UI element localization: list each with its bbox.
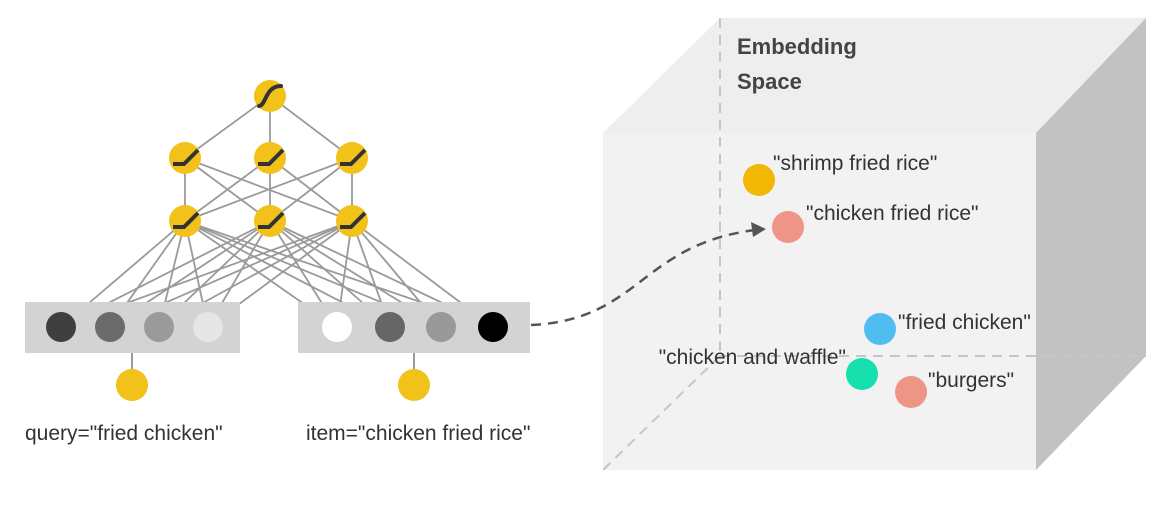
item-feature-2 — [375, 312, 405, 342]
relu-icon — [173, 148, 200, 166]
embedding-point-dot — [846, 358, 878, 390]
embedding-point-dot — [895, 376, 927, 408]
edge-output-hidden — [184, 95, 271, 159]
relu-icon — [173, 211, 200, 229]
hidden-node-circle — [254, 142, 286, 174]
item-input-node — [398, 369, 430, 401]
mapping-arrow-path — [530, 228, 756, 327]
embedding-point-dot — [743, 164, 775, 196]
embedding-point-dot — [772, 211, 804, 243]
mapping-arrow — [530, 222, 766, 327]
edge-hidden-hidden — [184, 157, 271, 222]
relu-icon — [258, 211, 285, 229]
edge-hidden-hidden — [184, 157, 353, 222]
item-vector — [298, 302, 530, 353]
embedding-point-label: "fried chicken" — [898, 311, 1031, 334]
item-feature-3 — [426, 312, 456, 342]
hidden-node-circle — [169, 205, 201, 237]
edge-hidden-hidden — [269, 157, 353, 222]
mapping-arrowhead-icon — [751, 222, 766, 237]
output-node — [254, 80, 286, 112]
item-feature-1 — [322, 312, 352, 342]
network-nodes — [169, 80, 368, 237]
embedding-point-label: "chicken fried rice" — [806, 202, 978, 225]
embedding-point-label: "shrimp fried rice" — [773, 152, 937, 175]
query-feature-2 — [95, 312, 125, 342]
query-feature-3 — [144, 312, 174, 342]
hidden-node-circle — [169, 142, 201, 174]
hidden-layer-2 — [169, 142, 368, 174]
hidden-node-circle — [336, 205, 368, 237]
embedding-point-chicken-and-waffle: "chicken and waffle" — [659, 346, 878, 390]
query-vector — [25, 302, 240, 353]
item-feature-4 — [478, 312, 508, 342]
embedding-point-label: "burgers" — [928, 369, 1014, 392]
query-label: query="fried chicken" — [25, 422, 223, 445]
embedding-cube: Embedding Space — [602, 18, 1146, 471]
item-input: item="chicken fried rice" — [306, 353, 530, 445]
cube-top-face — [603, 18, 1146, 133]
hidden-node-circle — [254, 205, 286, 237]
sigmoid-icon — [257, 84, 283, 108]
query-feature-1 — [46, 312, 76, 342]
embedding-space-title-line-2: Space — [737, 69, 802, 94]
embedding-point-dot — [864, 313, 896, 345]
hidden-layer-1 — [169, 205, 368, 237]
relu-icon — [340, 211, 367, 229]
relu-icon — [340, 148, 367, 166]
hidden-node — [169, 205, 201, 237]
embedding-point-shrimp-fried-rice: "shrimp fried rice" — [743, 152, 937, 196]
hidden-node — [254, 142, 286, 174]
embedding-point-burgers: "burgers" — [895, 369, 1014, 408]
relu-icon — [258, 148, 285, 166]
embedding-points: "shrimp fried rice" "chicken fried rice"… — [659, 152, 1031, 408]
embedding-point-label: "chicken and waffle" — [659, 346, 846, 369]
cube-hidden-edge-diagonal — [602, 355, 721, 471]
hidden-node — [169, 142, 201, 174]
embedding-point-fried-chicken: "fried chicken" — [864, 311, 1031, 345]
embedding-space-title-line-1: Embedding — [737, 34, 857, 59]
hidden-node — [336, 142, 368, 174]
embedding-space-title: Embedding Space — [737, 34, 863, 94]
hidden-node — [336, 205, 368, 237]
query-feature-4 — [193, 312, 223, 342]
embedding-point-chicken-fried-rice: "chicken fried rice" — [772, 202, 978, 243]
hidden-node-circle — [336, 142, 368, 174]
query-input: query="fried chicken" — [25, 353, 223, 445]
hidden-node — [254, 205, 286, 237]
edge-output-hidden — [269, 95, 353, 159]
cube-front-face — [603, 133, 1036, 470]
query-input-node — [116, 369, 148, 401]
item-label: item="chicken fried rice" — [306, 422, 530, 445]
